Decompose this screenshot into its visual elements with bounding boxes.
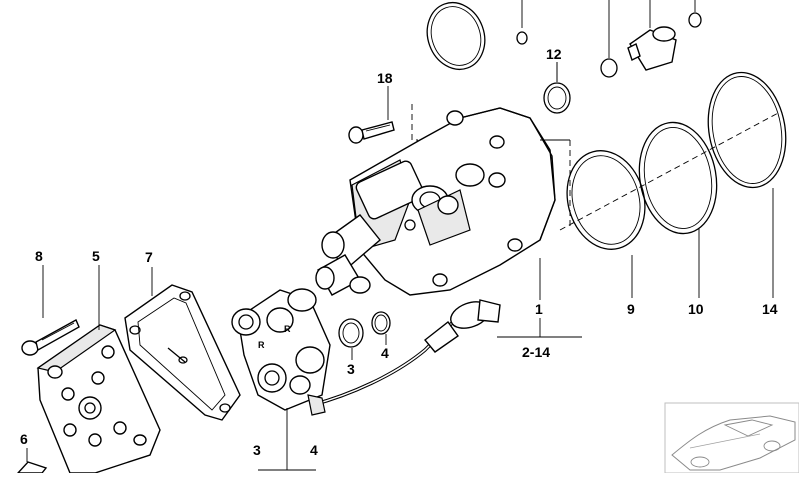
o-ring-3[interactable] (338, 318, 364, 348)
gasket-7[interactable] (124, 284, 241, 421)
callout-4-bracket[interactable]: 4 (310, 442, 318, 458)
valve-insert[interactable] (627, 0, 677, 71)
car-outline-icon (664, 402, 799, 474)
svg-text:R: R (284, 324, 291, 334)
sensor-cable[interactable] (307, 297, 501, 416)
leader-lines (26, 62, 774, 471)
fitting-6[interactable] (16, 461, 48, 474)
callout-3[interactable]: 3 (347, 361, 355, 377)
cover-plate-5[interactable] (36, 324, 161, 474)
callout-12[interactable]: 12 (546, 46, 562, 62)
callout-14[interactable]: 14 (762, 301, 778, 317)
callout-2-14[interactable]: 2-14 (522, 344, 550, 360)
bolt-18[interactable] (348, 104, 418, 144)
callout-4[interactable]: 4 (381, 345, 389, 361)
callout-10[interactable]: 10 (688, 301, 704, 317)
callout-7[interactable]: 7 (145, 249, 153, 265)
callout-18[interactable]: 18 (377, 70, 393, 86)
callout-3-bracket[interactable]: 3 (253, 442, 261, 458)
valve-block[interactable]: R R (231, 288, 331, 411)
callout-5[interactable]: 5 (92, 248, 100, 264)
callout-9[interactable]: 9 (627, 301, 635, 317)
o-ring-9[interactable] (556, 142, 655, 258)
callout-1[interactable]: 1 (535, 301, 543, 317)
o-ring-14[interactable] (700, 66, 795, 193)
callout-6[interactable]: 6 (20, 431, 28, 447)
o-ring-4[interactable] (371, 311, 391, 335)
o-ring-large-top[interactable] (418, 0, 494, 78)
screw-8[interactable] (21, 319, 80, 356)
assembly-axis (559, 111, 781, 231)
svg-text:R: R (258, 340, 265, 350)
o-ring-tiny-top-right[interactable] (688, 0, 702, 28)
snap-ring-10[interactable] (631, 116, 725, 239)
pump-housing[interactable] (315, 107, 570, 296)
seal-ring-small[interactable] (600, 0, 618, 78)
o-ring-small-top[interactable] (516, 0, 528, 45)
callout-8[interactable]: 8 (35, 248, 43, 264)
